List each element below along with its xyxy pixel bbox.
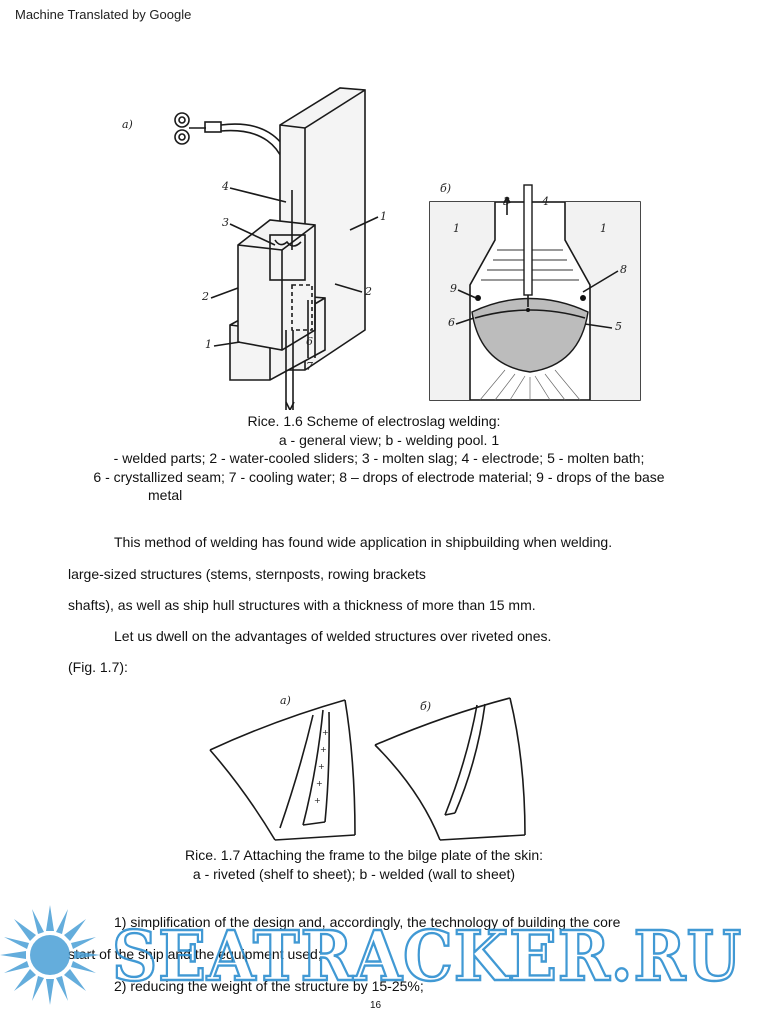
cooling-water-connector xyxy=(174,112,296,191)
fig2-panel-b-label: б) xyxy=(420,700,431,713)
svg-text:7: 7 xyxy=(306,360,313,373)
paragraph-line: Let us dwell on the advantages of welded… xyxy=(114,628,552,644)
watermark-text: SEATRACKER.RU xyxy=(112,917,742,997)
machine-translation-banner: Machine Translated by Google xyxy=(15,7,192,22)
fig1-panel-b-numbers: 3 4 1 1 8 9 6 5 xyxy=(448,195,627,333)
sun-logo-icon xyxy=(0,905,100,1005)
list-item: 1) simplification of the design and, acc… xyxy=(114,914,621,930)
svg-text:1: 1 xyxy=(453,222,460,235)
page-number: 16 xyxy=(370,1000,382,1011)
svg-text:6: 6 xyxy=(306,335,313,348)
svg-text:1: 1 xyxy=(600,222,607,235)
svg-text:1: 1 xyxy=(205,338,212,351)
paragraph-line: (Fig. 1.7): xyxy=(68,659,128,675)
figure-1-6-caption: Rice. 1.6 Scheme of electroslag welding:… xyxy=(93,413,665,503)
svg-text:4: 4 xyxy=(541,195,549,208)
seatracker-watermark: SEATRACKER.RU xyxy=(0,905,742,1005)
fig1-panel-a-label: a) xyxy=(122,118,133,131)
fig1-panel-a-numbers: 4 3 1 2 2 1 6 7 xyxy=(201,180,387,373)
welded-connection xyxy=(374,697,526,841)
svg-text:6: 6 xyxy=(448,316,455,329)
svg-text:+: + xyxy=(318,762,325,771)
list-item: 2) reducing the weight of the structure … xyxy=(114,978,424,994)
fig2-panel-a-label: a) xyxy=(280,694,291,707)
figure-1-7-caption: Rice. 1.7 Attaching the frame to the bil… xyxy=(185,847,543,882)
cooling-pipes xyxy=(285,300,316,410)
paragraph-line: shafts), as well as ship hull structures… xyxy=(68,597,536,613)
svg-text:+: + xyxy=(322,728,329,737)
svg-text:5: 5 xyxy=(615,320,622,333)
riveted-connection: + + + + + xyxy=(209,699,356,841)
fig1-panel-b-label: б) xyxy=(440,182,451,195)
svg-text:3: 3 xyxy=(503,195,510,208)
svg-text:8: 8 xyxy=(620,263,627,276)
svg-text:2: 2 xyxy=(201,290,209,303)
water-cooled-slider xyxy=(237,219,316,351)
list-item: start of the ship and the equipment used… xyxy=(68,946,322,962)
svg-text:+: + xyxy=(320,745,327,754)
svg-text:3: 3 xyxy=(222,216,229,229)
welding-pool-section xyxy=(429,184,641,401)
electroslag-welding-figure: a) 4 xyxy=(122,87,641,410)
paragraph-line: This method of welding has found wide ap… xyxy=(114,534,613,550)
svg-text:1: 1 xyxy=(380,210,387,223)
svg-text:2: 2 xyxy=(364,285,372,298)
svg-text:4: 4 xyxy=(221,180,229,193)
frame-attachment-figure: a) + + + + + б) xyxy=(209,694,526,841)
svg-text:9: 9 xyxy=(450,282,457,295)
paragraph-line: large-sized structures (stems, sternpost… xyxy=(68,566,426,582)
svg-text:+: + xyxy=(314,796,321,805)
svg-text:+: + xyxy=(316,779,323,788)
